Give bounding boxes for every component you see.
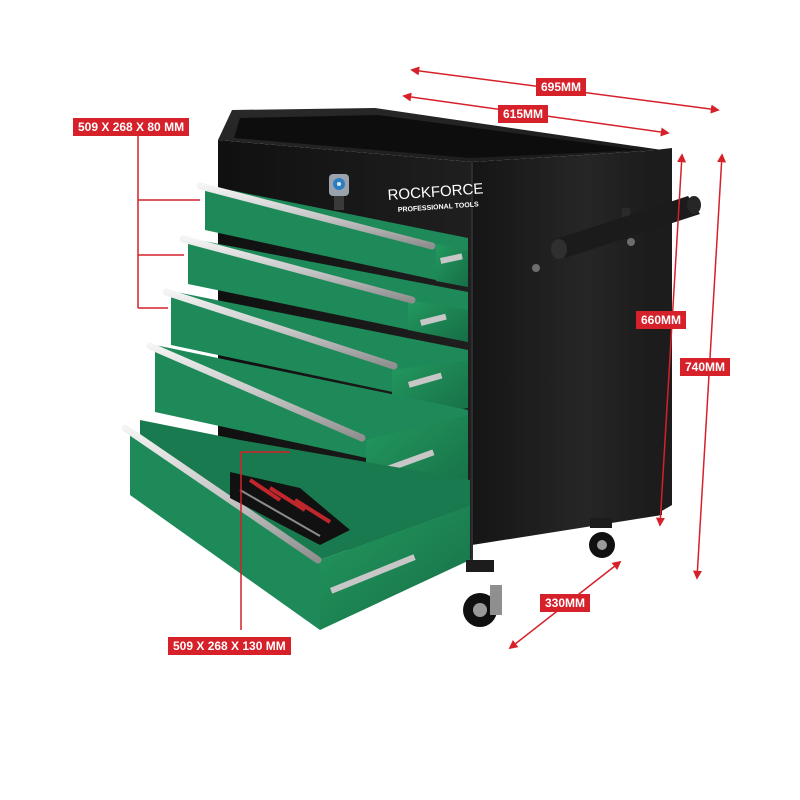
caster-wheels [463,518,615,627]
label-large-drawer: 509 X 268 X 130 MM [168,637,291,655]
drawer-5-open[interactable] [121,420,470,630]
label-body-height: 660MM [636,311,687,329]
drawer-2[interactable] [179,235,468,342]
brand-name: ROCKFORCE [387,180,484,204]
label-overall-height: 740MM [680,358,731,376]
label-body-width: 615MM [498,105,549,123]
drawer-1[interactable] [196,182,468,287]
tool-tray [230,472,350,545]
label-small-drawer: 509 X 268 X 80 MM [73,118,190,136]
label-overall-width: 695MM [536,78,587,96]
lock-icon[interactable] [329,174,349,210]
label-depth: 330MM [540,594,591,612]
brand-logo: ROCKFORCE PROFESSIONAL TOOLS [387,180,484,214]
